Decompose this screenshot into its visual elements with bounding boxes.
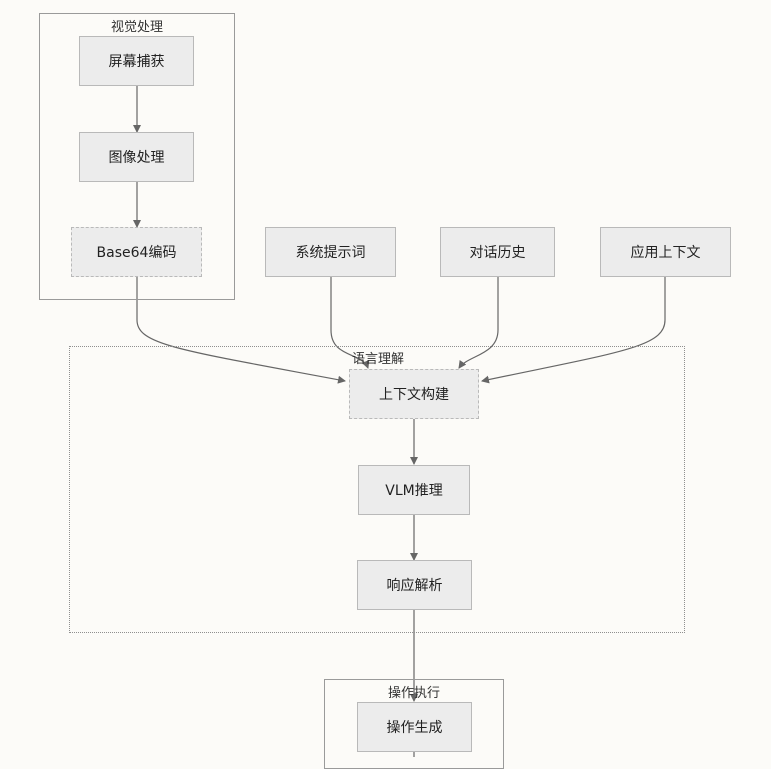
node-response-parse: 响应解析 bbox=[357, 560, 472, 610]
node-context-build: 上下文构建 bbox=[349, 369, 479, 419]
node-system-prompt: 系统提示词 bbox=[265, 227, 396, 277]
group-language-label: 语言理解 bbox=[351, 352, 405, 367]
node-image-processing: 图像处理 bbox=[79, 132, 194, 182]
node-action-generate: 操作生成 bbox=[357, 702, 472, 752]
edge-system-prompt-to-context bbox=[330, 277, 370, 369]
edge-app-context-to-context bbox=[481, 277, 666, 384]
group-action-label: 操作执行 bbox=[387, 686, 441, 701]
group-vision-label: 视觉处理 bbox=[110, 20, 164, 35]
node-base64-encoding: Base64编码 bbox=[71, 227, 202, 277]
group-vision bbox=[39, 13, 235, 300]
node-dialog-history: 对话历史 bbox=[440, 227, 555, 277]
edge-history-to-context bbox=[458, 277, 499, 369]
group-language bbox=[69, 346, 685, 633]
node-screen-capture: 屏幕捕获 bbox=[79, 36, 194, 86]
node-app-context: 应用上下文 bbox=[600, 227, 731, 277]
node-vlm-inference: VLM推理 bbox=[358, 465, 470, 515]
